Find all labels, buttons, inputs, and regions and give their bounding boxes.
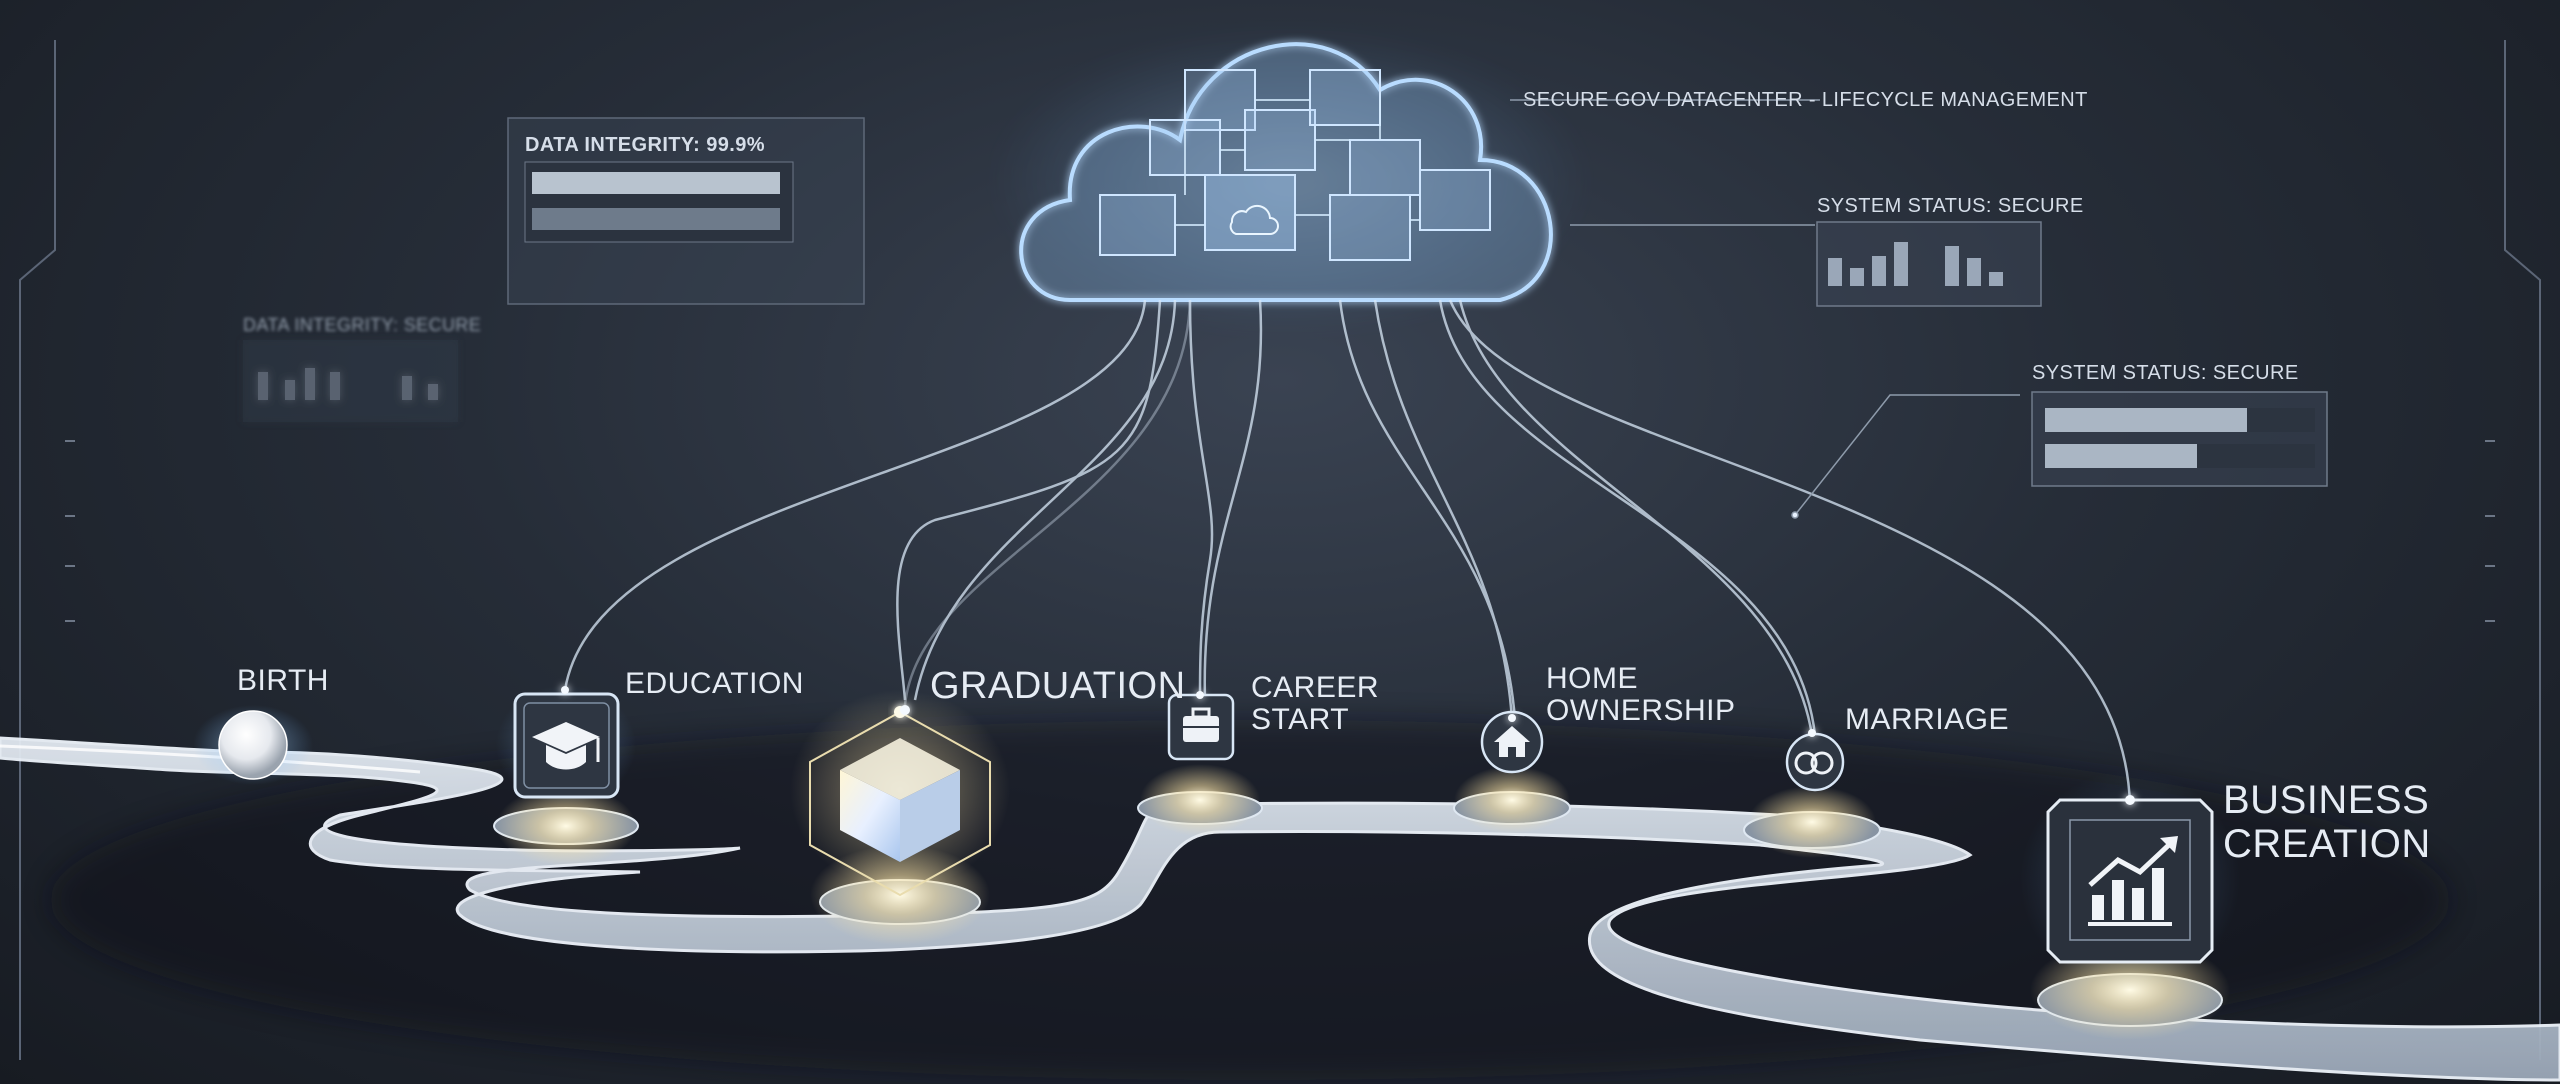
integrity-blurred-label: DATA INTEGRITY: SECURE (243, 315, 482, 335)
status-panel-mid (2031, 391, 2328, 487)
integrity-panel (507, 117, 865, 305)
graduation-cap-icon (496, 685, 636, 805)
callout-status-mid (1794, 394, 2020, 516)
rings-icon (1785, 732, 1845, 792)
milestone-graduation: GRADUATION (930, 665, 1186, 707)
frame-left (19, 40, 56, 1060)
milestone-career-start: CAREER START (1251, 671, 1380, 736)
milestone-marriage: MARRIAGE (1845, 703, 2010, 736)
frame-tick (2485, 440, 2495, 442)
birth-node (193, 705, 313, 785)
cloud-icon (1019, 42, 1553, 302)
status-top-label: SYSTEM STATUS: SECURE (1817, 195, 2084, 217)
frame-tick (2485, 620, 2495, 622)
house-icon (1480, 710, 1544, 774)
status-mid-label: SYSTEM STATUS: SECURE (2032, 362, 2299, 384)
frame-tick (65, 565, 75, 567)
frame-tick (65, 620, 75, 622)
briefcase-icon (1167, 693, 1235, 761)
data-connection-lines (563, 299, 2132, 806)
integrity-label: DATA INTEGRITY: 99.9% (525, 134, 765, 156)
status-panel-top (1816, 221, 2042, 307)
integrity-panel-blurred (243, 340, 458, 422)
frame-tick (2485, 565, 2495, 567)
cube-icon (790, 690, 1010, 897)
milestone-education: EDUCATION (625, 667, 804, 700)
growth-chart-icon (2020, 770, 2240, 990)
frame-right (2504, 40, 2541, 1060)
frame-tick (65, 440, 75, 442)
endpoint-dots (561, 686, 2135, 805)
frame-tick (2485, 515, 2495, 517)
datacenter-label: SECURE GOV DATACENTER - LIFECYCLE MANAGE… (1523, 89, 2088, 111)
frame-tick (65, 515, 75, 517)
milestone-home-ownership: HOME OWNERSHIP (1546, 662, 1736, 727)
milestone-birth: BIRTH (237, 664, 329, 697)
milestone-business-creation: BUSINESS CREATION (2223, 778, 2431, 866)
